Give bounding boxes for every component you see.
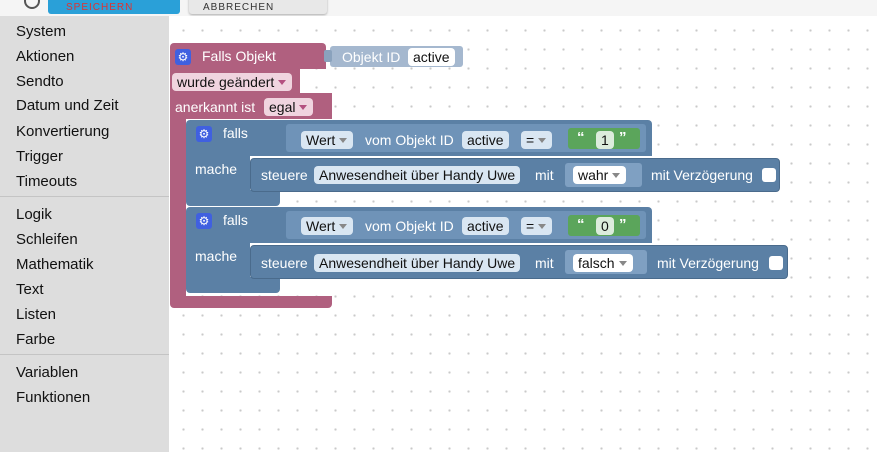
sidebar-item-aktionen[interactable]: Aktionen bbox=[16, 48, 75, 65]
delay-checkbox[interactable] bbox=[769, 256, 783, 270]
object-id-value[interactable]: active bbox=[462, 131, 509, 149]
sidebar-item-trigger[interactable]: Trigger bbox=[16, 148, 63, 165]
operator-dropdown[interactable]: = bbox=[521, 217, 553, 235]
ack-label: anerkannt ist bbox=[175, 99, 256, 115]
do-label: mache bbox=[195, 161, 238, 177]
from-object-label: vom Objekt ID bbox=[365, 132, 454, 148]
sidebar-item-listen[interactable]: Listen bbox=[16, 306, 57, 323]
sidebar-item-farbe[interactable]: Farbe bbox=[16, 331, 56, 348]
sidebar-item-system[interactable]: System bbox=[16, 23, 67, 40]
if-label: falls bbox=[223, 212, 248, 228]
value-dropdown[interactable]: Wert bbox=[301, 131, 354, 149]
text-literal-value[interactable]: 0 bbox=[596, 217, 614, 235]
object-id-value[interactable]: active bbox=[408, 48, 455, 66]
save-button[interactable]: SPEICHERN bbox=[48, 0, 180, 14]
gear-icon[interactable]: ⚙ bbox=[175, 49, 191, 65]
gear-icon[interactable]: ⚙ bbox=[196, 213, 212, 229]
gear-icon[interactable]: ⚙ bbox=[196, 126, 212, 142]
open-quote-icon: “ bbox=[577, 216, 585, 233]
with-label: mit bbox=[535, 167, 554, 183]
object-id-label: Objekt ID bbox=[342, 49, 401, 65]
connector-notch bbox=[324, 50, 332, 62]
from-object-label: vom Objekt ID bbox=[365, 218, 454, 234]
action-label: steuere bbox=[261, 255, 308, 271]
target-object-field[interactable]: Anwesendheit über Handy Uwe bbox=[314, 166, 521, 184]
action-label: steuere bbox=[261, 167, 308, 183]
sidebar-item-datum-und-zeit[interactable]: Datum und Zeit bbox=[16, 97, 119, 114]
sidebar-item-variablen[interactable]: Variablen bbox=[16, 364, 79, 381]
delay-label: mit Verzögerung bbox=[651, 167, 753, 183]
ack-dropdown[interactable]: egal bbox=[264, 98, 314, 116]
save-button-label: SPEICHERN bbox=[66, 2, 134, 13]
category-sidebar: System Aktionen Sendto Datum und Zeit Ko… bbox=[0, 16, 169, 452]
object-id-value[interactable]: active bbox=[462, 217, 509, 235]
toolbar: SPEICHERN ABBRECHEN bbox=[0, 0, 877, 16]
with-label: mit bbox=[535, 255, 554, 271]
boolean-dropdown[interactable]: wahr bbox=[573, 166, 627, 184]
cancel-button-label: ABBRECHEN bbox=[203, 2, 275, 13]
sidebar-item-mathematik[interactable]: Mathematik bbox=[16, 256, 94, 273]
text-literal-value[interactable]: 1 bbox=[596, 131, 614, 149]
close-quote-icon: ” bbox=[619, 216, 627, 233]
target-object-field[interactable]: Anwesendheit über Handy Uwe bbox=[314, 254, 521, 272]
sidebar-item-logik[interactable]: Logik bbox=[16, 206, 52, 223]
close-quote-icon: ” bbox=[619, 129, 627, 146]
operator-dropdown[interactable]: = bbox=[521, 131, 553, 149]
sidebar-item-sendto[interactable]: Sendto bbox=[16, 73, 64, 90]
delay-checkbox[interactable] bbox=[762, 168, 776, 182]
open-quote-icon: “ bbox=[577, 129, 585, 146]
sidebar-item-schleifen[interactable]: Schleifen bbox=[16, 231, 78, 248]
sidebar-separator bbox=[0, 196, 169, 197]
do-label: mache bbox=[195, 248, 238, 264]
cancel-button[interactable]: ABBRECHEN bbox=[189, 0, 327, 14]
sidebar-item-timeouts[interactable]: Timeouts bbox=[16, 173, 78, 190]
delay-label: mit Verzögerung bbox=[657, 255, 759, 271]
trigger-title: Falls Objekt bbox=[202, 48, 276, 64]
sidebar-item-text[interactable]: Text bbox=[16, 281, 44, 298]
sidebar-item-funktionen[interactable]: Funktionen bbox=[16, 389, 91, 406]
sidebar-item-konvertierung[interactable]: Konvertierung bbox=[16, 123, 110, 140]
boolean-dropdown[interactable]: falsch bbox=[573, 254, 633, 272]
gear-icon[interactable] bbox=[24, 0, 40, 9]
value-dropdown[interactable]: Wert bbox=[301, 217, 354, 235]
sidebar-separator bbox=[0, 354, 169, 355]
event-dropdown[interactable]: wurde geändert bbox=[172, 73, 293, 91]
if-label: falls bbox=[223, 125, 248, 141]
